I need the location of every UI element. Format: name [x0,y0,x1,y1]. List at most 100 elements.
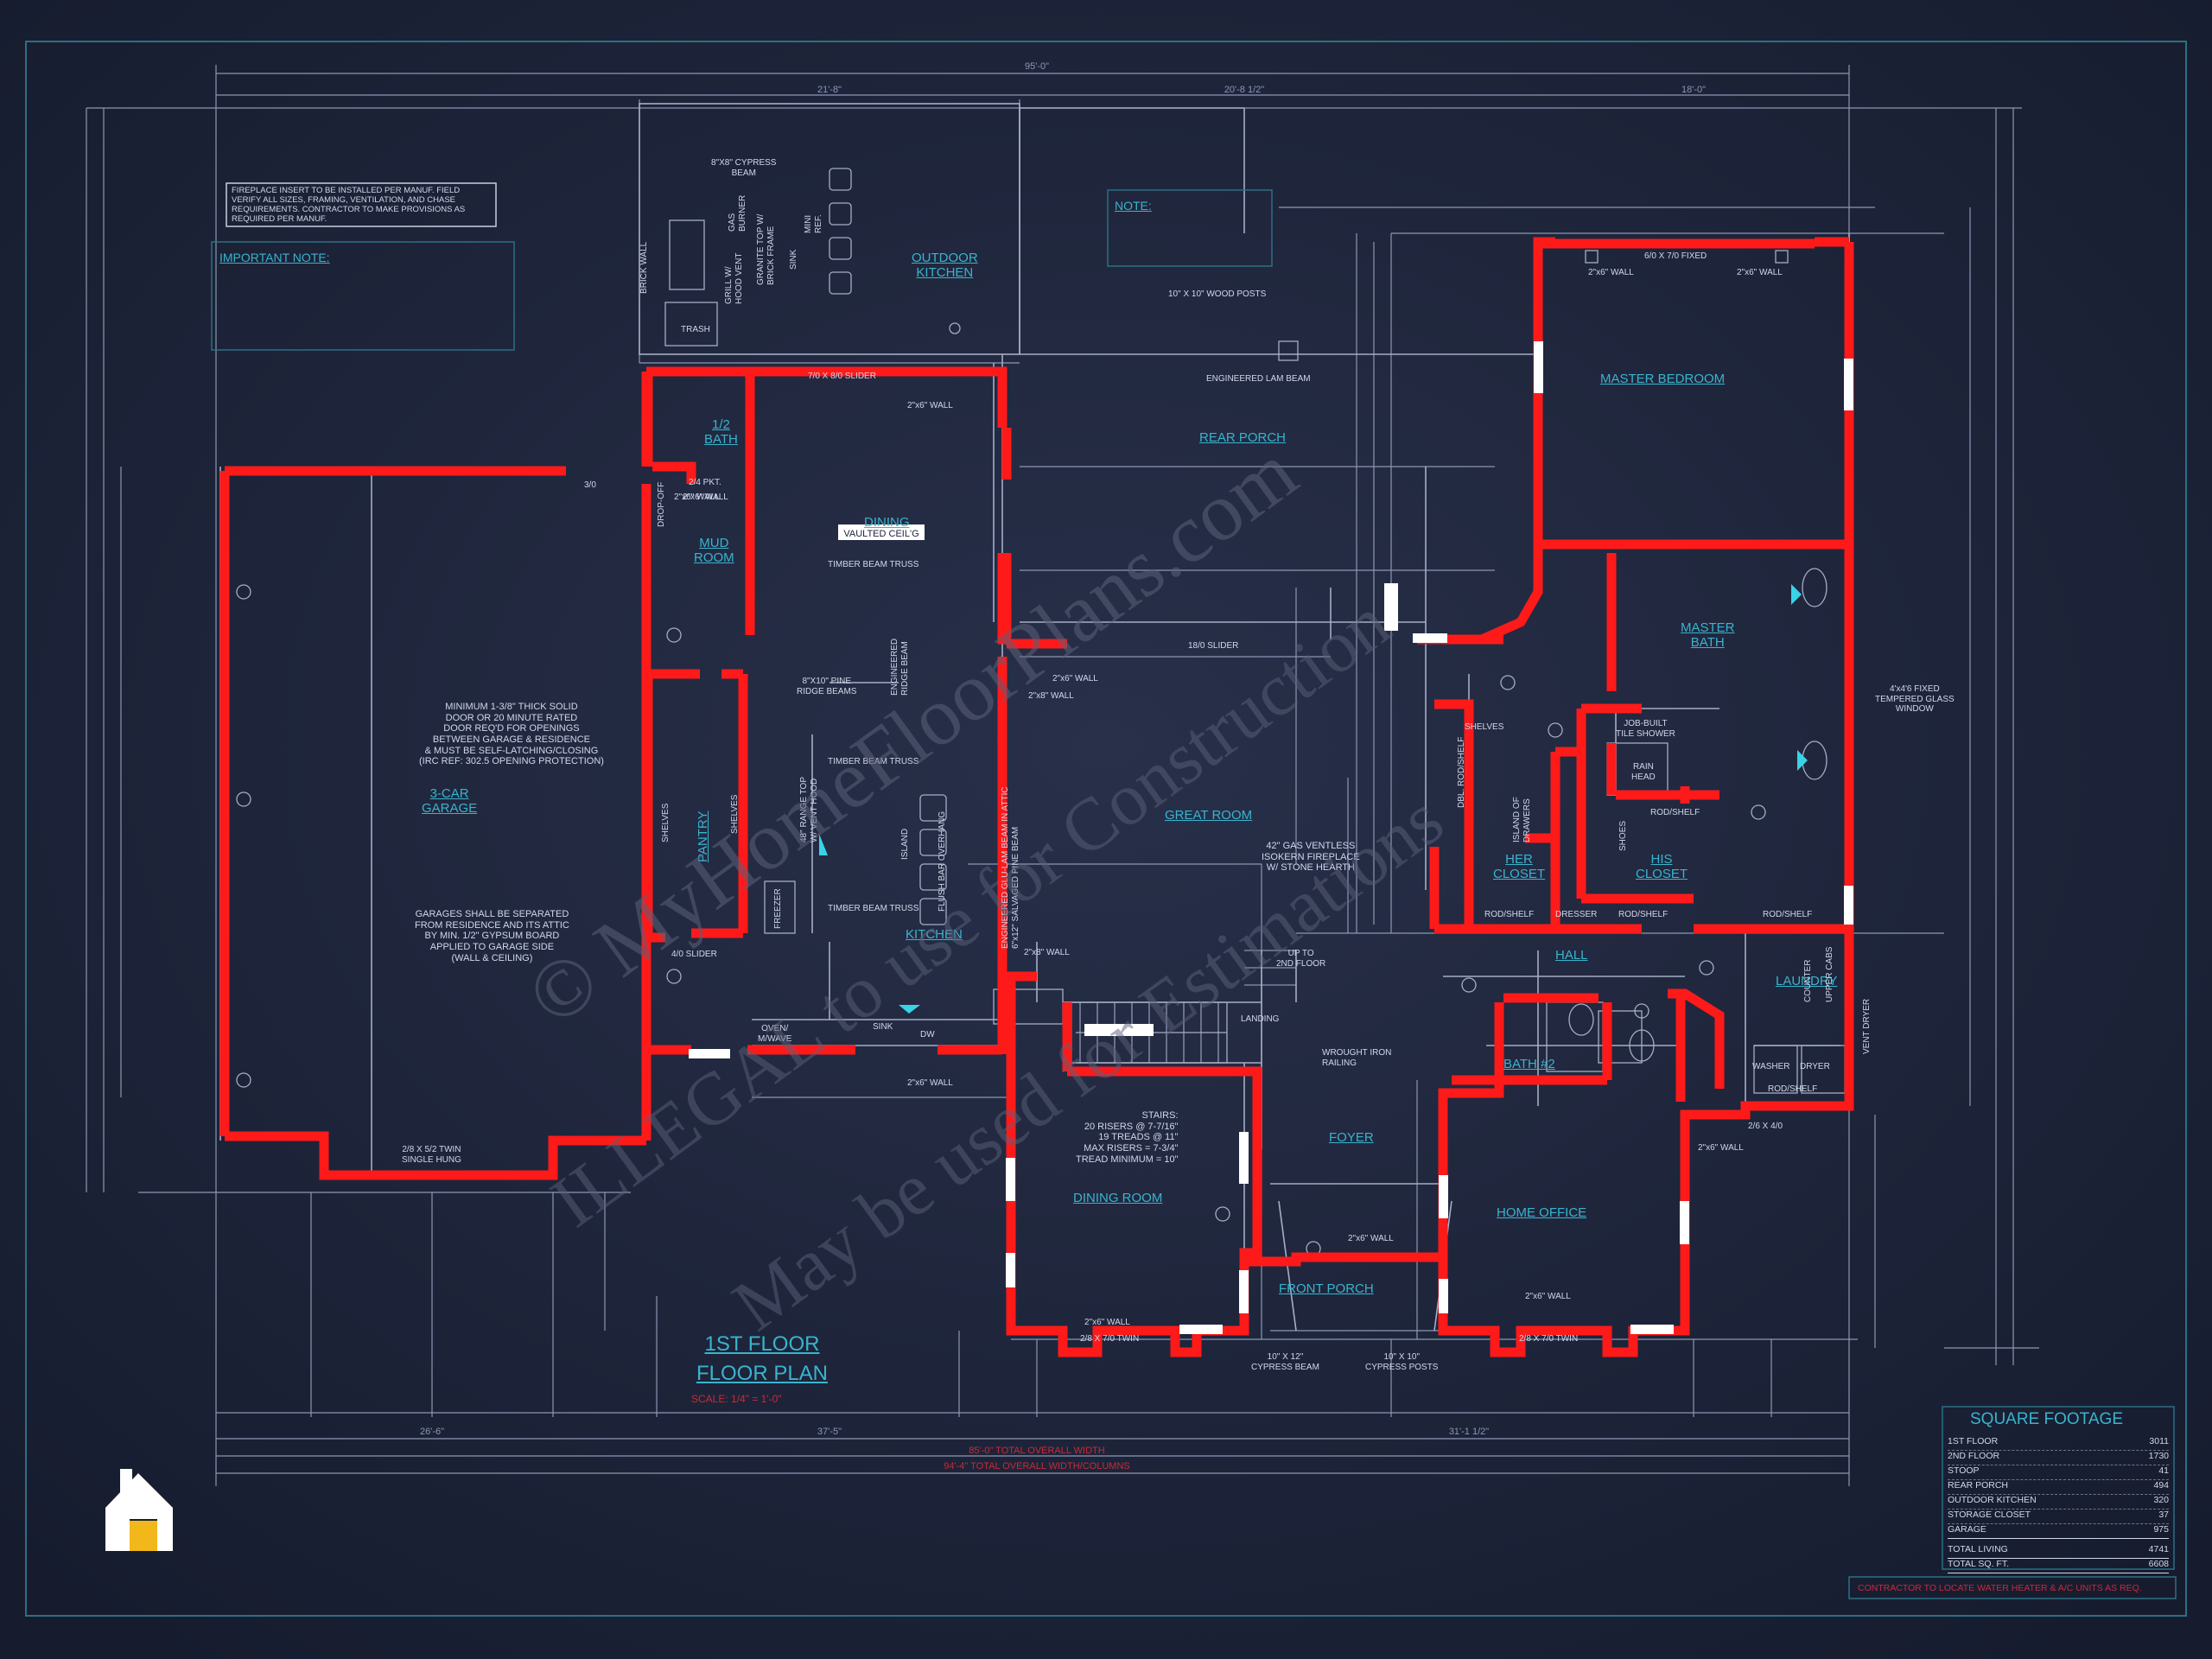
oven-label: OVEN/ M/WAVE [758,1024,792,1044]
room-hall: HALL [1555,948,1588,963]
brick-wall-label: BRICK WALL [639,241,649,294]
dropoff-label: DROP-OFF [657,481,666,527]
brand-logo-icon [105,1469,173,1551]
wall-2x6-d: 2"x6" WALL [907,1078,953,1088]
door-3-0: 3/0 [584,480,596,490]
cypress-posts: 10" X 10" CYPRESS POSTS [1365,1352,1439,1372]
timber-truss-a: TIMBER BEAM TRUSS [828,560,919,569]
tempered-label: 4'x4'6 FIXED TEMPERED GLASS WINDOW [1875,684,1955,714]
contractor-note: CONTRACTOR TO LOCATE WATER HEATER & A/C … [1858,1583,2142,1593]
fireplace-note: FIREPLACE INSERT TO BE INSTALLED PER MAN… [232,186,466,224]
door-2-6: 2/6 X 4/0 [1748,1122,1783,1131]
title-scale: SCALE: 1/4" = 1'-0" [691,1393,782,1405]
garage-door-note: MINIMUM 1-3/8" THICK SOLID DOOR OR 20 MI… [419,702,604,767]
twin-5-2: 2/8 X 5/2 TWIN SINGLE HUNG [402,1145,461,1165]
room-her-closet: HER CLOSET [1493,852,1546,882]
fireplace2-note: 42" GAS VENTLESS ISOKERN FIREPLACE W/ ST… [1262,841,1360,874]
markers [819,584,1808,1014]
cypress-beam-label: 8"X8" CYPRESS BEAM [711,158,777,178]
dim-bottom2: 37'-5" [817,1427,842,1437]
rod-shelf-e: ROD/SHELF [1768,1084,1818,1094]
wall-2x8-a: 2"x8" WALL [1028,691,1074,701]
shoes-label: SHOES [1618,820,1628,851]
dim-d2: 20'-8 1/2" [1224,85,1264,95]
railing-label: WROUGHT IRON RAILING [1322,1048,1392,1068]
room-his-closet: HIS CLOSET [1636,852,1688,882]
shelves-a: SHELVES [661,803,671,842]
garage-separation-note: GARAGES SHALL BE SEPARATED FROM RESIDENC… [415,909,569,963]
tile-shower: JOB-BUILT TILE SHOWER [1616,719,1675,739]
dbl-rod-label: DBL. ROD/SHELF [1457,736,1466,808]
exterior-walls [219,237,1854,1357]
upper-cabs-label: UPPER CABS [1825,946,1834,1002]
wall-2x8-b: 2"x8" WALL [1024,948,1070,957]
wood-posts-label: 10" X 10" WOOD POSTS [1168,289,1267,299]
cypress-beam2: 10" X 12" CYPRESS BEAM [1251,1352,1319,1372]
timber-truss-b: TIMBER BEAM TRUSS [828,757,919,766]
slider-18-label: 18/0 SLIDER [1188,641,1239,651]
wall-2x6-b: 2"x6" WALL [674,493,720,502]
openings [689,341,1853,1334]
sqft-total-row: TOTAL SQ. FT.6608 [1948,1559,2169,1573]
room-half-bath: 1/2 BATH [704,417,738,448]
room-laundry: LAUNDRY [1776,974,1838,988]
room-foyer: FOYER [1329,1130,1374,1145]
wall-2x6-h: 2"x6" WALL [1698,1143,1744,1153]
twin-2-8-a: 2/8 X 7/0 TWIN [1080,1334,1140,1344]
vaulted-label: VAULTED CEIL'G [843,529,919,539]
room-bath2: BATH #2 [1503,1057,1555,1071]
island-label: ISLAND [900,828,910,860]
twin-2-8-b: 2/8 X 7/0 TWIN [1519,1334,1579,1344]
trash-label: TRASH [681,325,710,334]
dresser-label: DRESSER [1555,910,1598,919]
wall-2x6-c: 2"x6" WALL [1052,674,1098,683]
room-great-room: GREAT ROOM [1165,808,1253,823]
dim-bottom3: 31'-1 1/2" [1449,1427,1489,1437]
slider-7-8: 7/0 X 8/0 SLIDER [808,372,876,381]
room-dining: DINING [864,515,910,530]
rod-shelf-c: ROD/SHELF [1618,910,1669,919]
room-home-office: HOME OFFICE [1497,1205,1587,1220]
wall-2x6-i: 2"x6" WALL [1588,268,1634,277]
title-line1: 1ST FLOOR [704,1332,820,1356]
pkt-door-label: 2/4 PKT. [689,478,721,487]
island-drawers-label: ISLAND OF DRAWERS [1512,797,1532,842]
fireplace-note-box [226,182,497,227]
room-mud-room: MUD ROOM [694,536,734,566]
room-master-bedroom: MASTER BEDROOM [1600,372,1726,386]
dim-d1: 21'-8" [817,85,842,95]
note-title: NOTE: [1115,199,1152,213]
wall-2x6-j: 2"x6" WALL [1737,268,1783,277]
dim-total2: 94'-4" TOTAL OVERALL WIDTH/COLUMNS [944,1461,1129,1471]
grill-label: GRILL W/ HOOD VENT [724,252,744,304]
sqft-heading: SQUARE FOOTAGE [1970,1410,2124,1428]
counter-label: COUNTER [1803,959,1813,1002]
dw-label: DW [920,1030,935,1039]
wall-2x6-a: 2"x6" WALL [907,401,953,410]
room-front-porch: FRONT PORCH [1279,1281,1374,1296]
mini-ref-label: MINI REF. [804,214,823,233]
room-outdoor-kitchen: OUTDOOR KITCHEN [912,251,978,281]
dim-bottom1: 26'-6" [420,1427,444,1437]
dim-overall: 95'-0" [1025,61,1049,72]
wall-2x6-f: 2"x6" WALL [1348,1234,1394,1243]
wall-2x6-e: 2"x6" WALL [1084,1318,1130,1327]
rod-shelf-b: ROD/SHELF [1484,910,1535,919]
dim-d3: 18'-0" [1681,85,1706,95]
landing-label: LANDING [1241,1014,1280,1024]
rod-shelf-d: ROD/SHELF [1763,910,1813,919]
note-box [1107,189,1273,267]
timber-truss-c: TIMBER BEAM TRUSS [828,904,919,913]
rod-shelf-a: ROD/SHELF [1650,808,1700,817]
gas-burner-label: GAS BURNER [728,194,747,232]
